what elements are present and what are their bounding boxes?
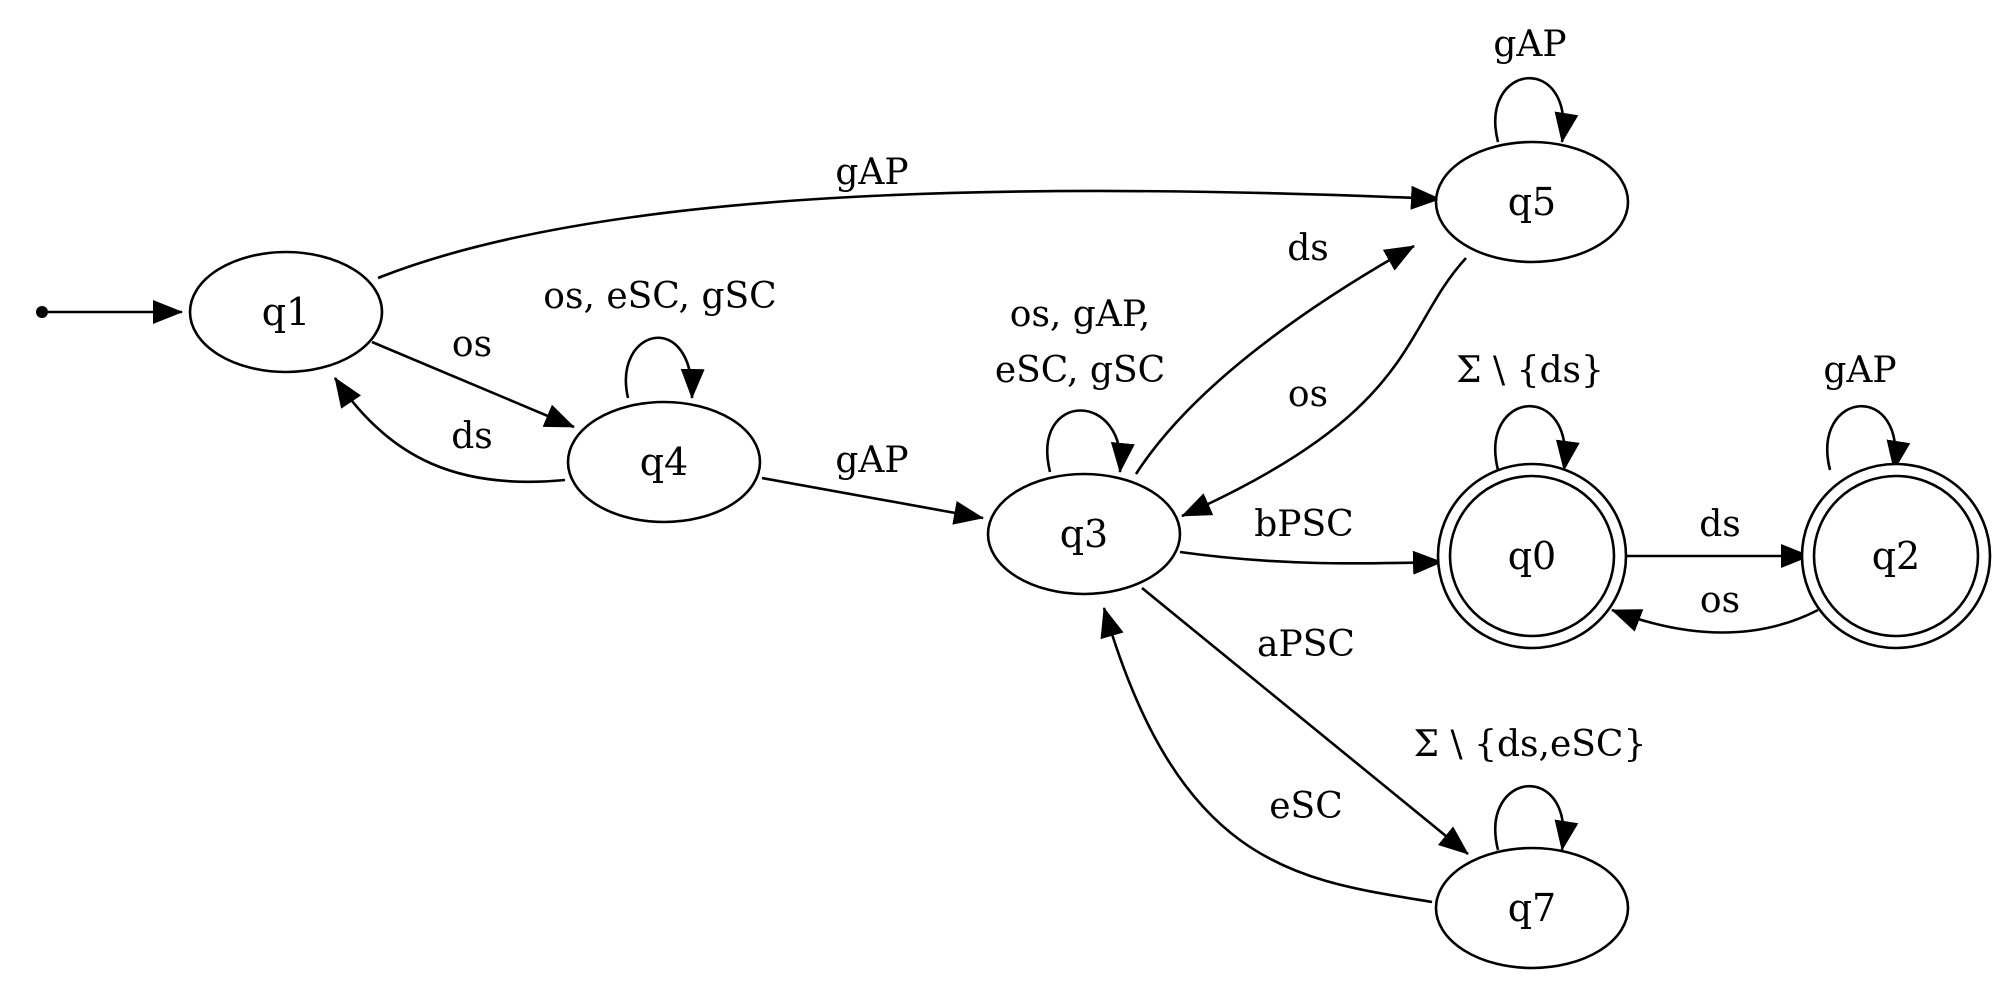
edge-label-q4-q3: gAP [835,440,908,481]
edge-q7-q3: eSC [1100,607,1433,904]
state-label-q1: q1 [262,290,311,334]
edge-q4-q4: os, eSC, gSC [543,276,777,399]
state-label-q5: q5 [1508,180,1557,224]
state-q7: q7 [1434,846,1630,970]
state-q1: q1 [188,250,384,374]
edge-q1-q4: os [371,324,575,429]
edge-label-q0-q0: Σ \ {ds} [1456,350,1604,391]
edge-label-q7-q3: eSC [1269,786,1343,827]
edge-q7-q7: Σ \ {ds,eSC} [1414,724,1647,851]
edge-q3-q0: bPSC [1179,504,1443,575]
edge-q2-q2: gAP [1823,350,1911,471]
edge-label-q4-q4: os, eSC, gSC [543,276,776,317]
edge-label-q2-q2: gAP [1823,350,1896,391]
edge-label-q7-q7: Σ \ {ds,eSC} [1414,724,1647,765]
edge-label-q4-q1: ds [451,416,493,457]
state-label-q7: q7 [1508,886,1557,930]
initial-dot [36,306,48,318]
edge-label-q3-q3-line1: os, gAP, [1010,294,1150,335]
state-label-q2: q2 [1872,534,1921,578]
edge-q4-q1: ds [333,377,566,484]
edge-label-q1-q4: os [452,324,492,365]
state-label-q4: q4 [640,440,689,484]
initial-transition [36,300,183,324]
edge-label-q3-q5: ds [1287,228,1329,269]
edge-q3-q5: ds [1134,228,1415,475]
edge-label-q5-q3: os [1288,374,1328,415]
edge-q5-q5: gAP [1493,24,1579,143]
state-q2-accepting: q2 [1800,462,1992,650]
edge-label-q3-q3-line2: eSC, gSC [995,350,1165,391]
state-label-q3: q3 [1060,512,1109,556]
edge-q3-q3: os, gAP, eSC, gSC [995,294,1165,473]
edge-label-q0-q2: ds [1699,504,1741,545]
edge-label-q3-q7: aPSC [1257,624,1355,665]
edge-label-q2-q0: os [1700,580,1740,621]
state-q4: q4 [566,400,762,524]
state-q0-accepting: q0 [1436,462,1628,650]
edge-q5-q3: os [1181,257,1467,518]
edge-label-q1-q5: gAP [835,152,908,193]
edge-label-q3-q0: bPSC [1254,504,1353,545]
state-q3: q3 [986,472,1182,596]
edge-q0-q2: ds [1626,504,1811,568]
edge-q1-q5: gAP [377,152,1441,280]
edge-q0-q0: Σ \ {ds} [1456,350,1604,471]
state-label-q0: q0 [1508,534,1557,578]
edge-q3-q7: aPSC [1141,586,1469,856]
edge-label-q5-q5: gAP [1493,24,1566,65]
state-q5: q5 [1434,140,1630,264]
edge-q2-q0: os [1611,580,1819,634]
edge-q4-q3: gAP [761,440,984,525]
